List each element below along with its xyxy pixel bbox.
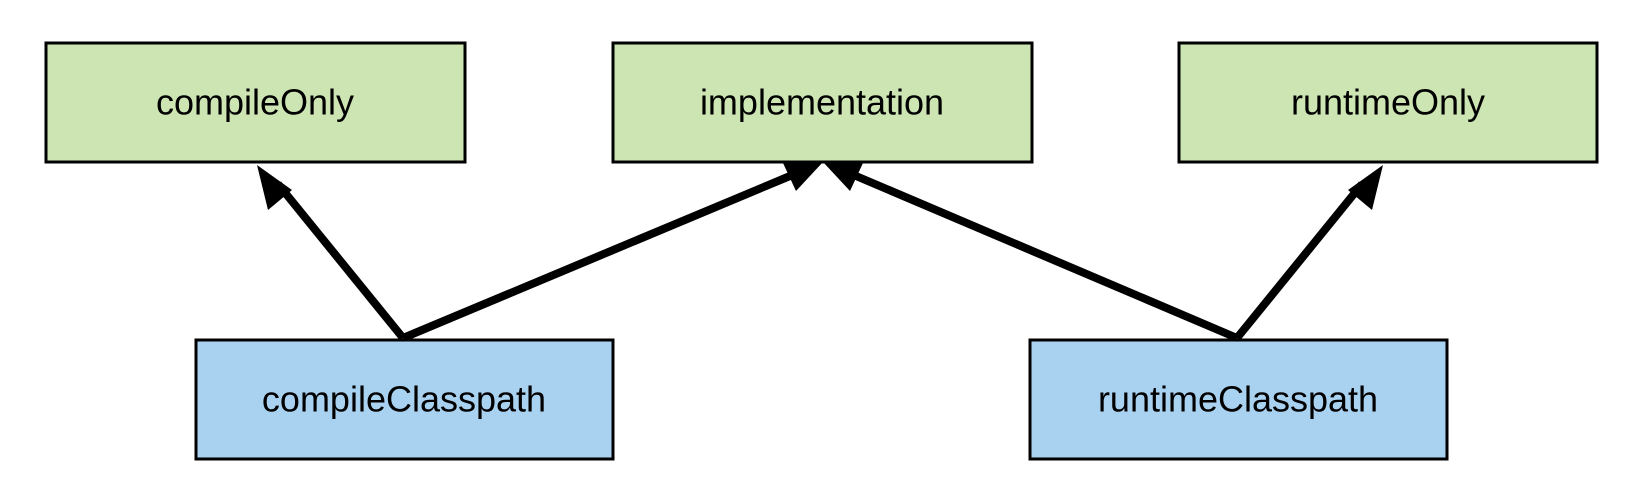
arrow-runtimeClasspath-to-implementation [854, 172, 1239, 342]
arrow-compileClasspath-to-implementation [401, 172, 792, 342]
implementation-label: implementation [700, 82, 944, 123]
runtimeClasspath-box [1028, 338, 1449, 461]
implementation-box [611, 41, 1034, 164]
edges [257, 162, 1383, 342]
compileOnly-label: compileOnly [156, 82, 354, 123]
runtimeClasspath-label: runtimeClasspath [1098, 379, 1378, 420]
arrow-runtimeClasspath-to-runtimeOnly [1233, 181, 1366, 341]
compileClasspath-box [194, 338, 615, 461]
node-compileClasspath: compileClasspath [194, 338, 615, 461]
arrowhead-compileClasspath-to-compileOnly [257, 165, 292, 210]
arrowhead-runtimeClasspath-to-runtimeOnly [1348, 165, 1383, 210]
arrowhead-compileClasspath-to-implementation [783, 162, 823, 191]
node-compileOnly: compileOnly [44, 41, 467, 164]
node-implementation: implementation [611, 41, 1034, 164]
node-runtimeClasspath: runtimeClasspath [1028, 338, 1449, 461]
runtimeOnly-label: runtimeOnly [1291, 82, 1485, 123]
compileClasspath-label: compileClasspath [262, 379, 546, 420]
arrowhead-runtimeClasspath-to-implementation [823, 162, 863, 191]
arrow-compileClasspath-to-compileOnly [274, 181, 407, 341]
compileOnly-box [44, 41, 467, 164]
runtimeOnly-box [1177, 41, 1599, 164]
node-runtimeOnly: runtimeOnly [1177, 41, 1599, 164]
